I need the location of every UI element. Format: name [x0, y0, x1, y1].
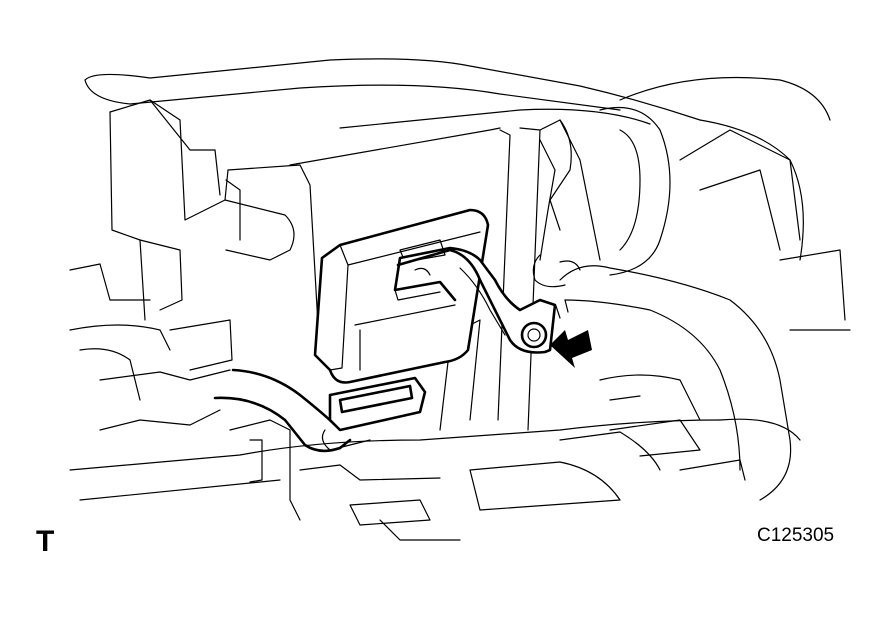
right-panel-structure: [599, 129, 851, 421]
mounting-bracket: [393, 246, 557, 354]
pointer-arrow: [550, 299, 592, 368]
left-bracket-structure: [69, 99, 501, 431]
bolt: [520, 321, 548, 349]
control-module: [313, 208, 490, 384]
lower-console: [69, 418, 801, 541]
wire-connector: [321, 376, 427, 451]
view-label: T: [36, 525, 55, 558]
air-duct-hose: [532, 106, 792, 501]
figure-id: C125305: [757, 525, 835, 546]
